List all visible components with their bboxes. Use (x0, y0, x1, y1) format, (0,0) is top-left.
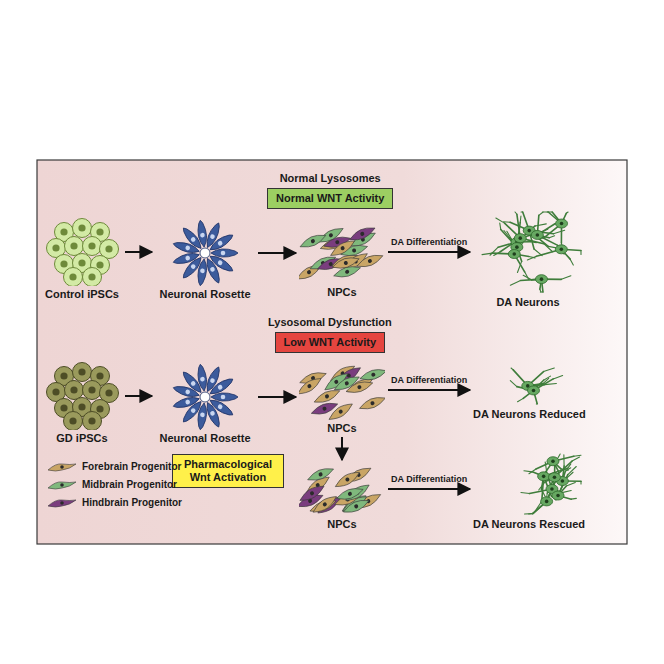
legend-label: Forebrain Progenitor (82, 461, 181, 473)
legend-swatch (46, 479, 78, 491)
npc-cells (299, 360, 385, 420)
npc-cells (299, 220, 385, 284)
stage-label: NPCs (299, 422, 385, 435)
stage-figure: NPCs (299, 360, 385, 435)
ipsc-cluster (42, 362, 122, 430)
status-box: Normal LysosomesNormal WNT Activity (267, 172, 393, 209)
da-neurons (473, 210, 583, 294)
legend-swatch (46, 461, 78, 473)
stage-figure: DA Neurons (473, 210, 583, 309)
panel-frame (37, 160, 627, 544)
legend-row: Midbrain Progenitor (46, 476, 182, 494)
rosette-figure (155, 364, 255, 430)
flow-arrow (388, 251, 470, 253)
arrow-label: DA Differentiation (391, 474, 467, 485)
legend: Forebrain ProgenitorMidbrain ProgenitorH… (46, 458, 182, 512)
stage-figure: Neuronal Rosette (155, 220, 255, 301)
legend-row: Hindbrain Progenitor (46, 494, 182, 512)
stage-label: Control iPSCs (42, 288, 122, 301)
stage-label: DA Neurons Reduced (473, 408, 583, 421)
status-label: Normal WNT Activity (267, 188, 393, 209)
rosette-figure (155, 220, 255, 286)
condition-heading: Normal Lysosomes (267, 172, 393, 185)
stage-label: DA Neurons (473, 296, 583, 309)
stage-label: Neuronal Rosette (155, 288, 255, 301)
ipsc-cluster (42, 218, 122, 286)
flow-arrow (125, 251, 152, 253)
flow-arrow (125, 395, 152, 397)
legend-swatch (46, 497, 78, 509)
stage-figure: NPCs (299, 220, 385, 299)
stage-figure: GD iPSCs (42, 362, 122, 445)
stage-label: NPCs (299, 518, 385, 531)
stage-figure: NPCs (299, 462, 385, 531)
stage-figure: Neuronal Rosette (155, 364, 255, 445)
legend-label: Midbrain Progenitor (82, 479, 177, 491)
flow-arrow (258, 396, 296, 398)
flow-arrow (388, 389, 470, 391)
status-label: Low WNT Activity (275, 332, 385, 353)
legend-row: Forebrain Progenitor (46, 458, 182, 476)
stage-figure: Control iPSCs (42, 218, 122, 301)
arrow-label: DA Differentiation (391, 375, 467, 386)
da-neurons (473, 446, 583, 516)
arrow-label: DA Differentiation (391, 237, 467, 248)
treatment-box: Pharmacological Wnt Activation (172, 454, 284, 488)
flow-arrow (258, 252, 296, 254)
condition-heading: Lysosomal Dysfunction (268, 316, 392, 329)
legend-label: Hindbrain Progenitor (82, 497, 182, 509)
stage-label: Neuronal Rosette (155, 432, 255, 445)
stage-label: DA Neurons Rescued (473, 518, 583, 531)
da-neurons (473, 366, 583, 406)
flow-arrow (341, 437, 343, 460)
stage-figure: DA Neurons Reduced (473, 366, 583, 421)
stage-label: GD iPSCs (42, 432, 122, 445)
status-box: Lysosomal DysfunctionLow WNT Activity (268, 316, 392, 353)
stage-label: NPCs (299, 286, 385, 299)
flow-arrow (388, 488, 470, 490)
npc-cells (299, 462, 385, 516)
treatment-label: Pharmacological Wnt Activation (172, 454, 284, 488)
stage-figure: DA Neurons Rescued (473, 446, 583, 531)
